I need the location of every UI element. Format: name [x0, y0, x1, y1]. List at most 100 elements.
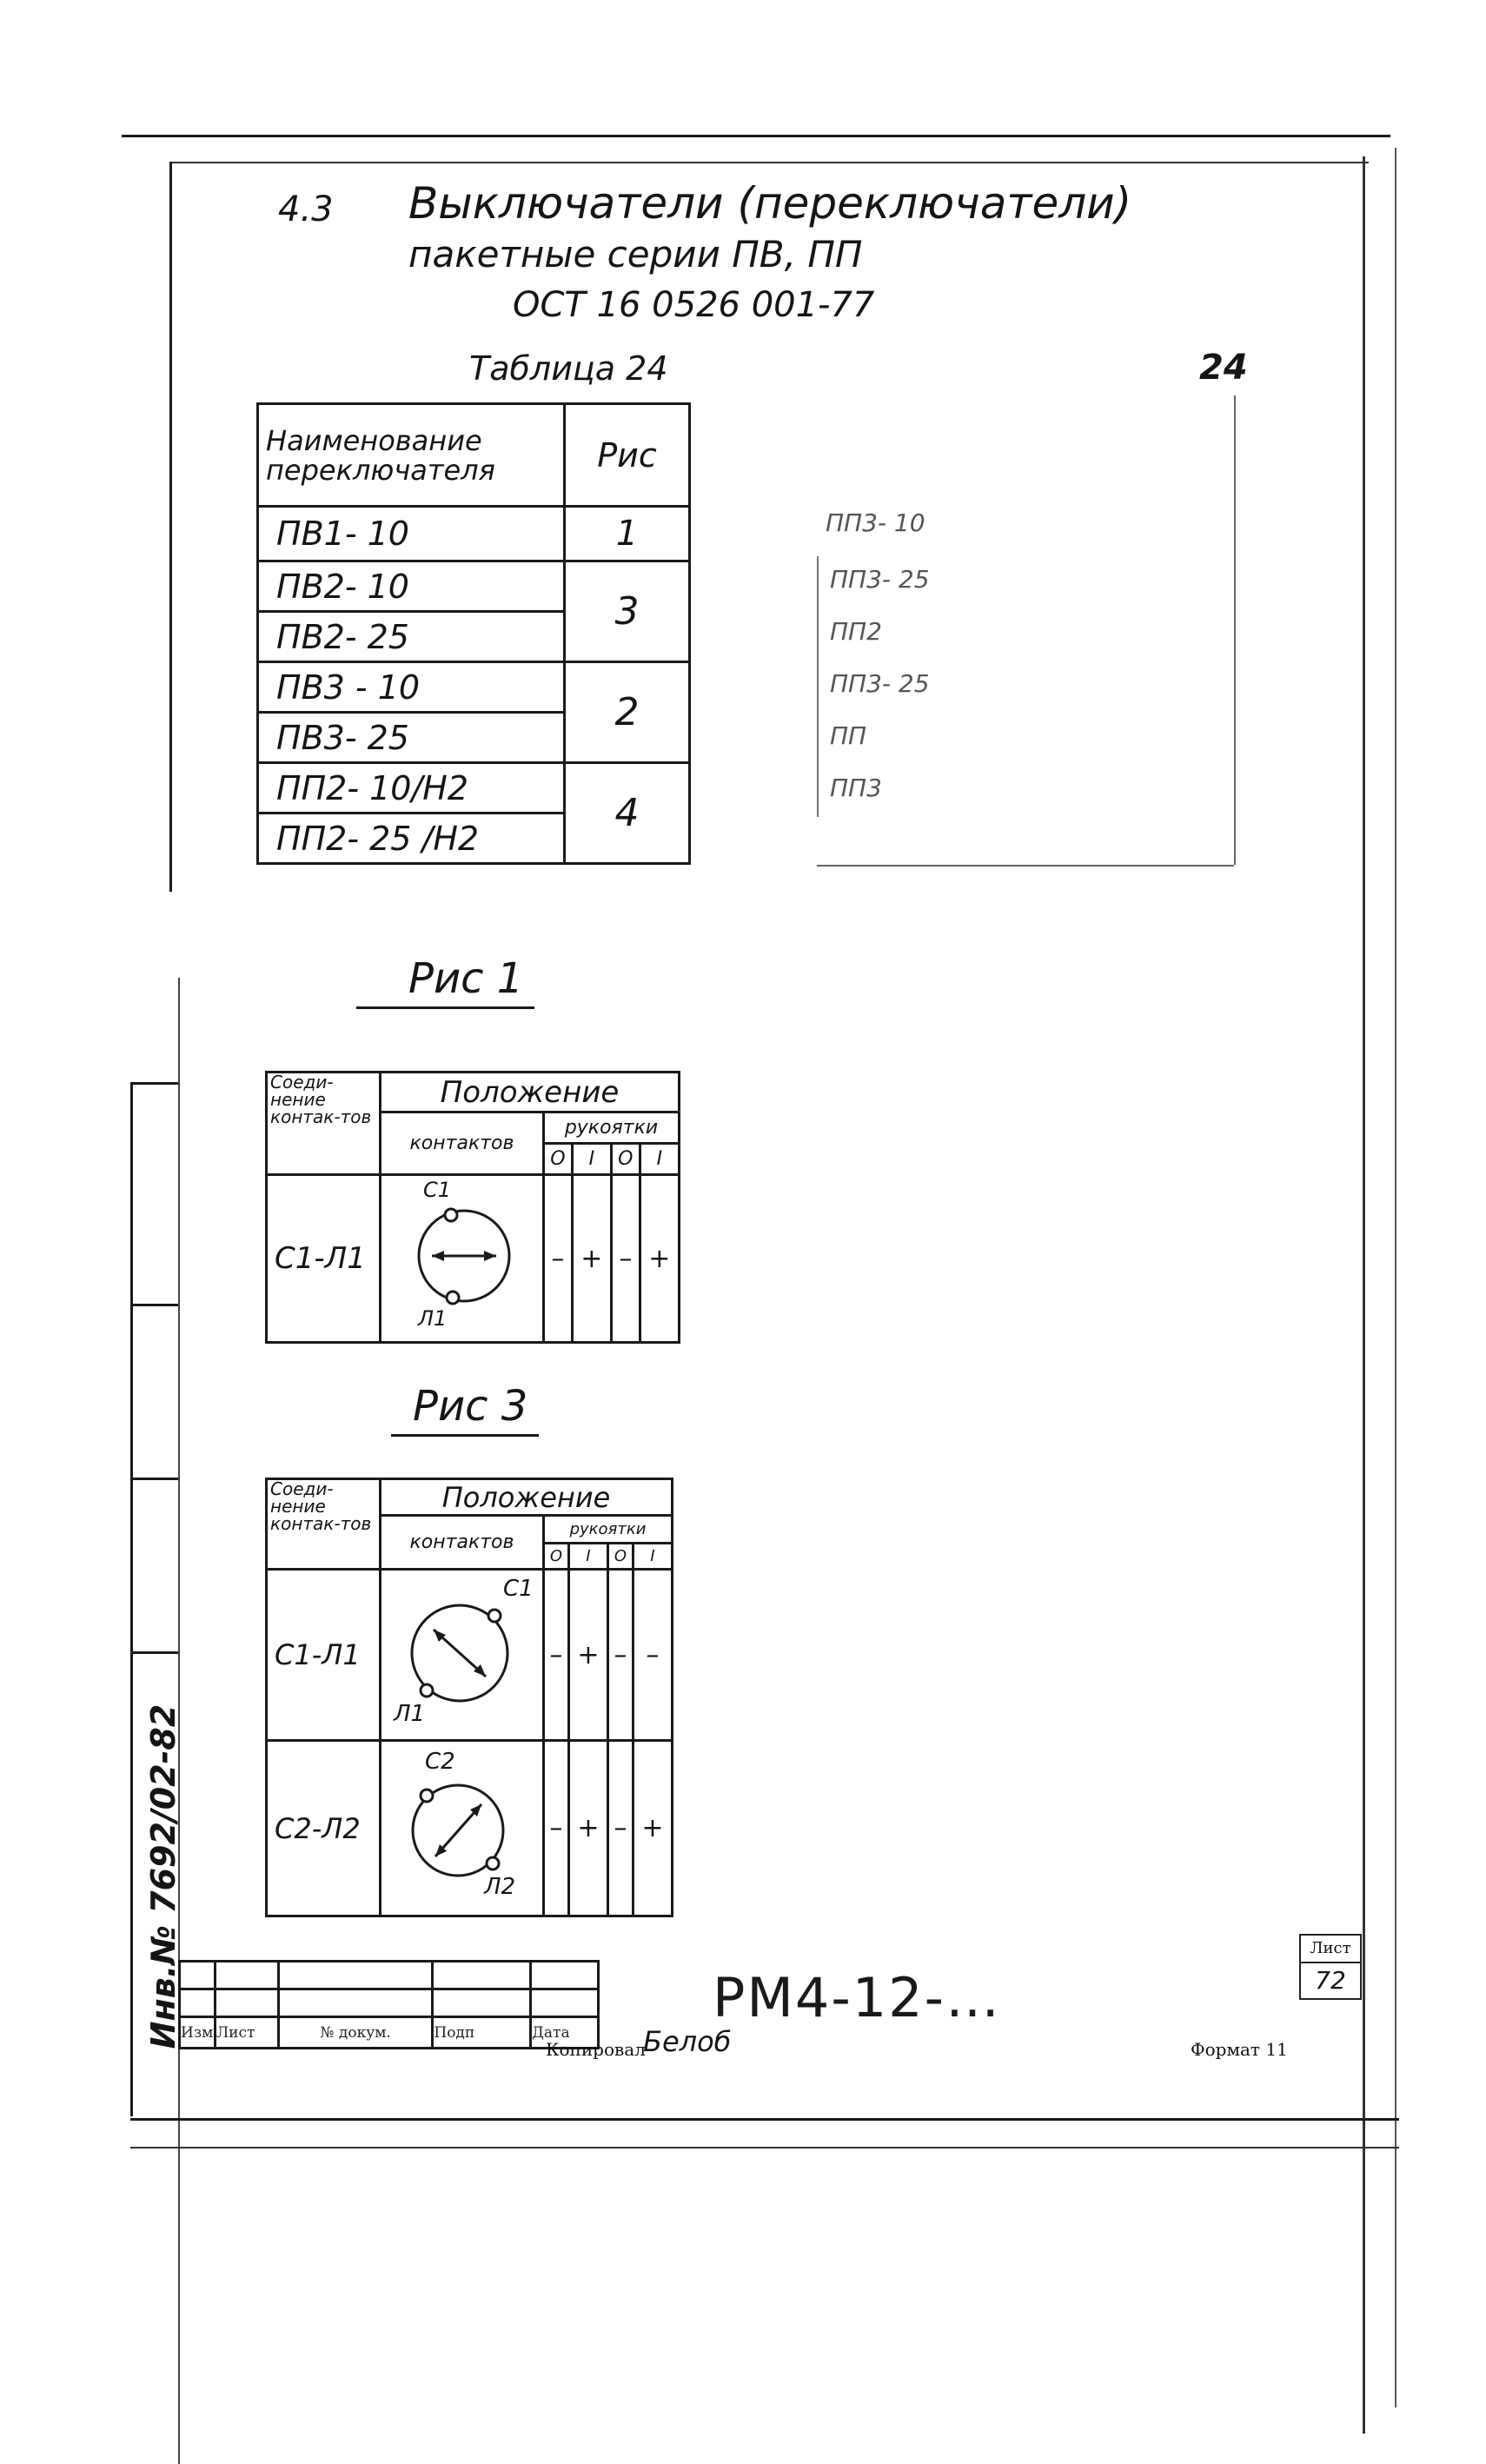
fig1-connection: С1-Л1 [265, 1173, 381, 1344]
copied-signature: Белоб [643, 2025, 732, 2058]
fig3-state: + [567, 1739, 609, 1917]
title-block-col-docnum: № докум. [276, 2016, 435, 2049]
fig1-title-underline [356, 1006, 534, 1009]
faint-row: ПП3- 10 [826, 508, 925, 537]
faint-row: ПП3- 25 [830, 565, 930, 594]
fig3-handle-pos: О [606, 1542, 634, 1571]
sheet-number: 72 [1315, 1966, 1346, 1995]
left-frame-line-lower [178, 978, 180, 2464]
document-code: РМ4-12-… [713, 1966, 1001, 2029]
table24-caption: Таблица 24 [469, 349, 668, 388]
page-bottom-line [130, 2147, 1399, 2149]
fig3-title-underline [391, 1434, 539, 1437]
title-block-col-change: Изм [178, 2016, 216, 2049]
fig3-contact-diagram-1: С1 Л1 [379, 1568, 545, 1742]
fig3-state: – [542, 1739, 570, 1917]
fig1-state: + [638, 1173, 681, 1344]
right-frame-line [1363, 156, 1365, 2434]
fig3-handle-pos: О [542, 1542, 570, 1571]
sheet-number-box: Лист 72 [1299, 1934, 1362, 2000]
binding-strip-line [130, 1082, 133, 2116]
fig1-handle-pos: О [609, 1142, 641, 1176]
table-row-name: ПВ1- 10 [256, 505, 566, 562]
table-row-name: ПВ2- 10 [256, 560, 566, 613]
switch-contact-diagram [417, 1207, 511, 1305]
fig1-header-contacts: контактов [379, 1111, 545, 1176]
copied-label: Копировал [546, 2039, 646, 2060]
fig1-state: – [609, 1173, 641, 1344]
fig3-header-position: Положение [379, 1478, 673, 1517]
section-title-line1: Выключатели (переключатели) [408, 178, 1132, 229]
fig3-state: – [542, 1568, 570, 1742]
right-outer-line [1395, 148, 1396, 2408]
left-frame-line [169, 162, 172, 892]
title-block-col-sheet: Лист [213, 2016, 280, 2049]
title-block-col-date: Дата [529, 2016, 600, 2049]
fig3-connection: С2-Л2 [265, 1739, 381, 1917]
inner-top-line [169, 162, 1369, 163]
section-title-line2: пакетные серии ПВ, ПП [408, 233, 863, 276]
section-number: 4.3 [278, 189, 334, 229]
fig1-header-connection: Соеди-нение контак-тов [265, 1071, 381, 1176]
fig1-header-handle: рукоятки [542, 1111, 680, 1145]
faint-row: ПП2 [830, 617, 882, 646]
faint-table-border [817, 865, 1234, 867]
fig3-bottom-contact-label-2: Л2 [484, 1874, 516, 1900]
bottom-frame-line [130, 2118, 1399, 2121]
top-border-line [122, 135, 1390, 137]
table24-continued-caption: 24 [1199, 348, 1248, 388]
switch-contact-diagram [410, 1604, 509, 1703]
fig3-header-contacts: контактов [379, 1514, 545, 1571]
fig3-top-contact-label: С1 [503, 1576, 534, 1602]
table-row-name: ПП2- 10/Н2 [256, 761, 566, 814]
fig1-handle-pos: О [542, 1142, 574, 1176]
fig3-bottom-contact-label: Л1 [394, 1701, 426, 1727]
fig3-state: – [606, 1739, 634, 1917]
binding-strip-divider [130, 1651, 178, 1654]
fig3-state: + [631, 1739, 674, 1917]
fig3-handle-pos: I [631, 1542, 674, 1571]
table-row-name: ПВ3- 25 [256, 711, 566, 764]
sheet-label: Лист [1301, 1936, 1360, 1963]
table-row-name: ПП2- 25 /Н2 [256, 812, 566, 865]
fig1-table: Соеди-нение контак-тов Положение контакт… [265, 1071, 681, 1344]
fig3-header-connection: Соеди-нение контак-тов [265, 1478, 381, 1571]
fig1-state: – [542, 1173, 574, 1344]
fig3-header-handle: рукоятки [542, 1514, 673, 1544]
faint-table-border [817, 556, 819, 817]
format-label: Формат 11 [1191, 2039, 1288, 2060]
standard-reference: ОСТ 16 0526 001-77 [513, 285, 875, 325]
binding-strip-divider [130, 1082, 178, 1085]
table-row-fig: 2 [563, 661, 691, 764]
binding-strip-divider [130, 1304, 178, 1306]
switch-contact-diagram [411, 1783, 505, 1877]
fig1-header-position: Положение [379, 1071, 680, 1113]
fig1-handle-pos: I [570, 1142, 613, 1176]
fig3-handle-pos: I [567, 1542, 609, 1571]
table24-header-fig: Рис [563, 402, 691, 508]
table-row-fig: 3 [563, 560, 691, 663]
table24: Наименование переключателя Рис ПВ1- 10 1… [256, 402, 691, 865]
fig1-title: Рис 1 [408, 954, 524, 1003]
faint-row: ПП3 [830, 774, 882, 802]
faint-row: ПП [830, 721, 867, 750]
fig3-contact-diagram-2: С2 Л2 [379, 1739, 545, 1917]
fig3-top-contact-label-2: С2 [425, 1749, 455, 1775]
table-row-name: ПВ2- 25 [256, 610, 566, 663]
fig3-state: – [606, 1568, 634, 1742]
fig1-handle-pos: I [638, 1142, 681, 1176]
title-block-grid: Изм Лист № докум. Подп Дата [178, 1960, 600, 2049]
fig3-state: + [567, 1568, 609, 1742]
table-row-fig: 4 [563, 761, 691, 865]
table24-header-name: Наименование переключателя [256, 402, 566, 508]
title-block-col-signature: Подп [431, 2016, 533, 2049]
fig3-title: Рис 3 [413, 1382, 528, 1431]
binding-strip-divider [130, 1478, 178, 1480]
fig1-state: + [570, 1173, 613, 1344]
fig3-state: – [631, 1568, 674, 1742]
faint-table-border [1234, 395, 1236, 865]
fig3-connection: С1-Л1 [265, 1568, 381, 1742]
table-row-fig: 1 [563, 505, 691, 562]
table-row-name: ПВ3 - 10 [256, 661, 566, 714]
fig3-table: Соеди-нение контак-тов Положение контакт… [265, 1478, 674, 1917]
